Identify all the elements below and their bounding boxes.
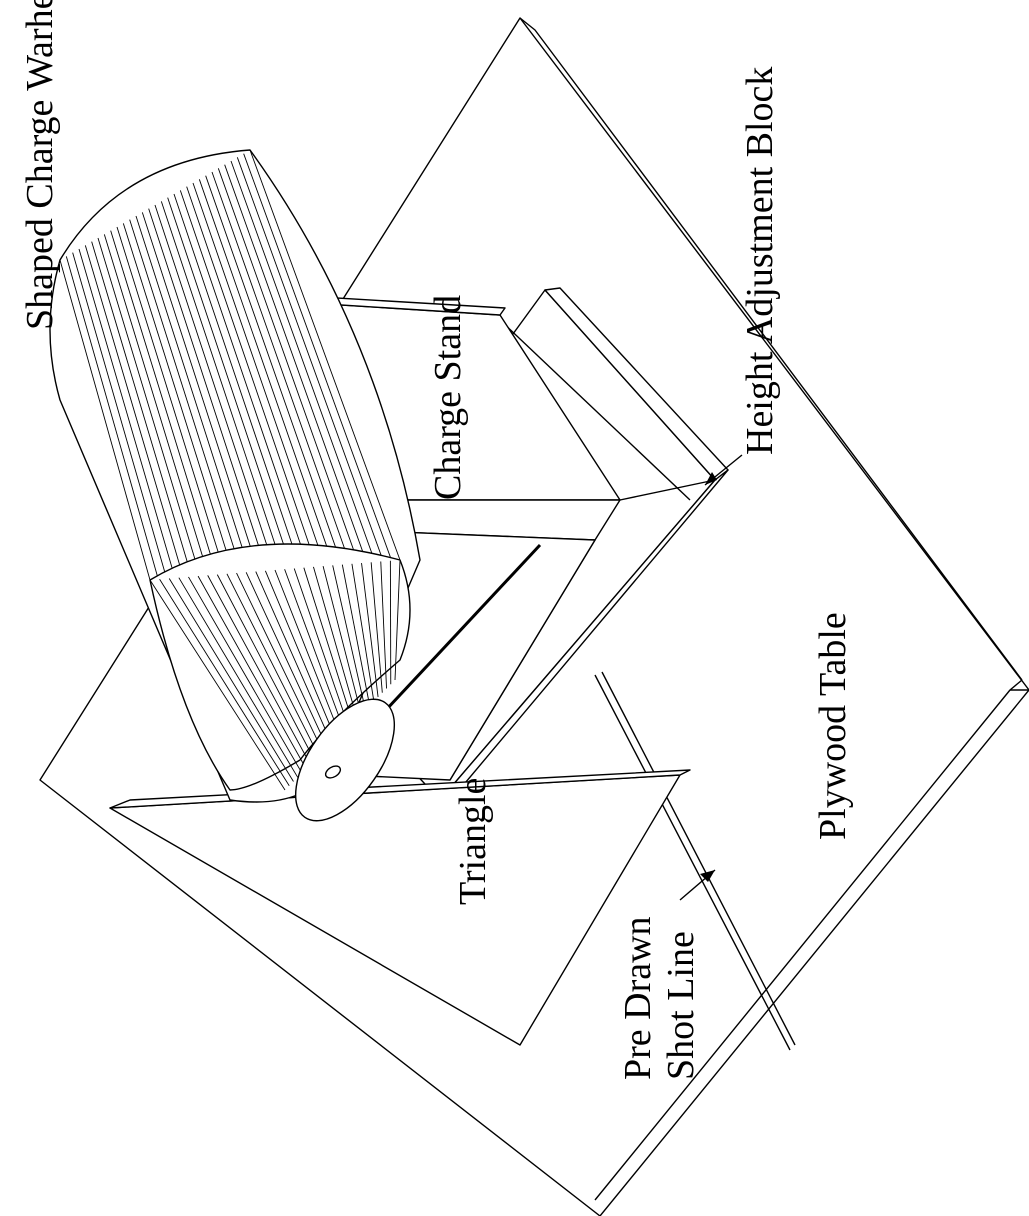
warhead-rib xyxy=(97,237,201,577)
label-pre-drawn: Pre Drawn xyxy=(617,916,659,1080)
warhead-rib xyxy=(141,212,259,572)
warhead-rib xyxy=(135,215,251,573)
warhead-rib xyxy=(173,193,301,569)
cone-rib xyxy=(236,572,324,753)
cone-rib xyxy=(168,578,294,782)
warhead-rib xyxy=(249,149,401,561)
cone-rib xyxy=(370,562,383,693)
warhead-rib xyxy=(186,186,318,567)
cone-rib xyxy=(245,572,328,748)
warhead-rib xyxy=(230,160,376,563)
warhead-rib xyxy=(103,234,209,576)
cone-rib xyxy=(188,576,303,774)
warhead-rib xyxy=(205,175,343,565)
warhead-rib xyxy=(243,153,393,561)
cone-rib xyxy=(264,570,337,740)
cone-rib xyxy=(332,565,366,710)
warhead-rib xyxy=(122,223,234,574)
warhead-rib xyxy=(110,230,218,575)
warhead-rib xyxy=(84,245,184,578)
cone-rib xyxy=(178,577,299,778)
arrow-shot-line xyxy=(679,869,716,901)
warhead-rib xyxy=(179,190,309,568)
warhead-rib xyxy=(59,259,151,581)
warhead-rib xyxy=(160,201,284,570)
label-triangle: Triangle xyxy=(452,778,494,905)
warhead-rib xyxy=(78,248,176,579)
warhead-rib xyxy=(72,252,168,579)
cone-rib xyxy=(216,574,316,761)
cone-rib xyxy=(159,578,290,787)
cone-rib xyxy=(394,559,401,681)
cone-rib xyxy=(303,567,354,723)
warhead-rib xyxy=(192,182,326,567)
warhead-rib xyxy=(217,168,359,564)
cone-rib xyxy=(274,569,341,736)
cone-rib xyxy=(284,569,345,731)
warhead-rib xyxy=(116,226,226,575)
label-plywood-table: Plywood Table xyxy=(812,612,854,840)
label-height-adjustment-block: Height Adjustment Block xyxy=(739,67,781,455)
shaped-charge-warhead xyxy=(49,149,421,822)
warhead-rib xyxy=(91,241,193,577)
label-shot-line: Shot Line xyxy=(660,931,702,1080)
label-charge-stand: Charge Stand xyxy=(427,295,469,500)
warhead-rib xyxy=(167,197,293,569)
cone-rib xyxy=(361,563,379,697)
warhead-rib xyxy=(148,208,268,571)
label-shaped-charge-warhead: Shaped Charge Warhead xyxy=(19,0,61,330)
cone-rib xyxy=(313,566,358,719)
warhead-rib xyxy=(236,157,384,562)
cone-rib xyxy=(380,561,387,689)
cone-rib xyxy=(351,563,375,702)
cone-rib xyxy=(149,579,286,791)
warhead-rib xyxy=(129,219,243,573)
cone-rib xyxy=(293,568,349,727)
cone-rib xyxy=(341,564,371,706)
arrow-height-adjustment xyxy=(704,454,743,486)
cone-rib xyxy=(197,575,307,770)
warhead-rib xyxy=(65,256,159,580)
cone-rib xyxy=(226,573,320,757)
warhead-rib xyxy=(198,179,334,566)
cone-rib xyxy=(255,571,332,744)
warhead-rib xyxy=(154,204,276,571)
cone-rib xyxy=(322,566,362,714)
shot-line xyxy=(594,674,791,1051)
warhead-rib xyxy=(211,171,351,565)
warhead-rib xyxy=(224,164,368,563)
cone-rib xyxy=(207,575,311,765)
